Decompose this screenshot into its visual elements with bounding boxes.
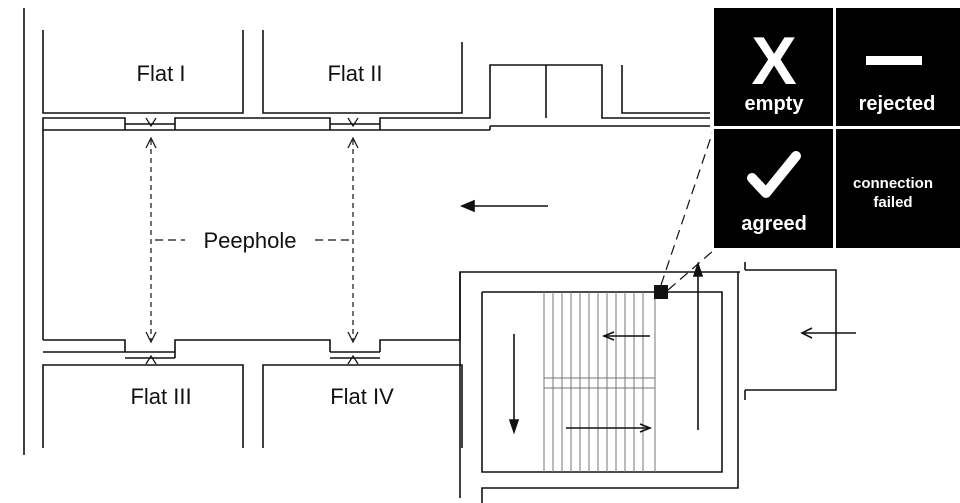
flat-1-label: Flat I [137, 61, 186, 86]
walls [23, 8, 837, 503]
peephole-marker-4 [347, 354, 359, 365]
rejected-dash-icon [866, 56, 922, 65]
cell-connection-failed [836, 129, 960, 248]
stair-up-arrow-head [692, 261, 704, 277]
flat-4-label: Flat IV [330, 384, 394, 409]
sensor [654, 127, 715, 299]
agreed-check-icon [747, 151, 801, 198]
stair-left-arrow-head [601, 331, 615, 341]
peephole-connectors [145, 117, 359, 365]
empty-label: empty [745, 93, 805, 115]
agreed-label: agreed [741, 213, 807, 235]
peephole-label: Peephole [204, 228, 297, 253]
peephole-arrow-left-bottom [145, 331, 157, 344]
peephole-marker-1 [145, 117, 157, 128]
flat-3-label: Flat III [130, 384, 191, 409]
stair-down-arrow-head [508, 419, 520, 435]
peephole-arrow-right-bottom [347, 331, 359, 344]
stair-treads [543, 292, 656, 472]
peephole-marker-2 [347, 117, 359, 128]
corridor-arrow-head [459, 199, 475, 213]
stair-right-arrow-head [639, 423, 653, 433]
connection-failed-label-line2: failed [873, 194, 912, 211]
leader-line-1 [660, 127, 715, 286]
leader-line-2 [667, 249, 715, 291]
status-panel: X empty rejected agreed connection faile… [712, 6, 960, 250]
peephole-arrow-left-top [145, 136, 157, 149]
peephole-marker-3 [145, 354, 157, 365]
flow-arrows [459, 199, 856, 435]
entrance-arrow-head [800, 327, 813, 339]
connection-failed-label-line1: connection [853, 175, 933, 192]
rejected-label: rejected [859, 93, 936, 115]
cell-rejected [836, 8, 960, 126]
cell-empty [714, 8, 833, 126]
peephole-arrow-right-top [347, 136, 359, 149]
flat-2-label: Flat II [327, 61, 382, 86]
sensor-device [654, 285, 668, 299]
empty-x-icon: X [751, 23, 796, 99]
